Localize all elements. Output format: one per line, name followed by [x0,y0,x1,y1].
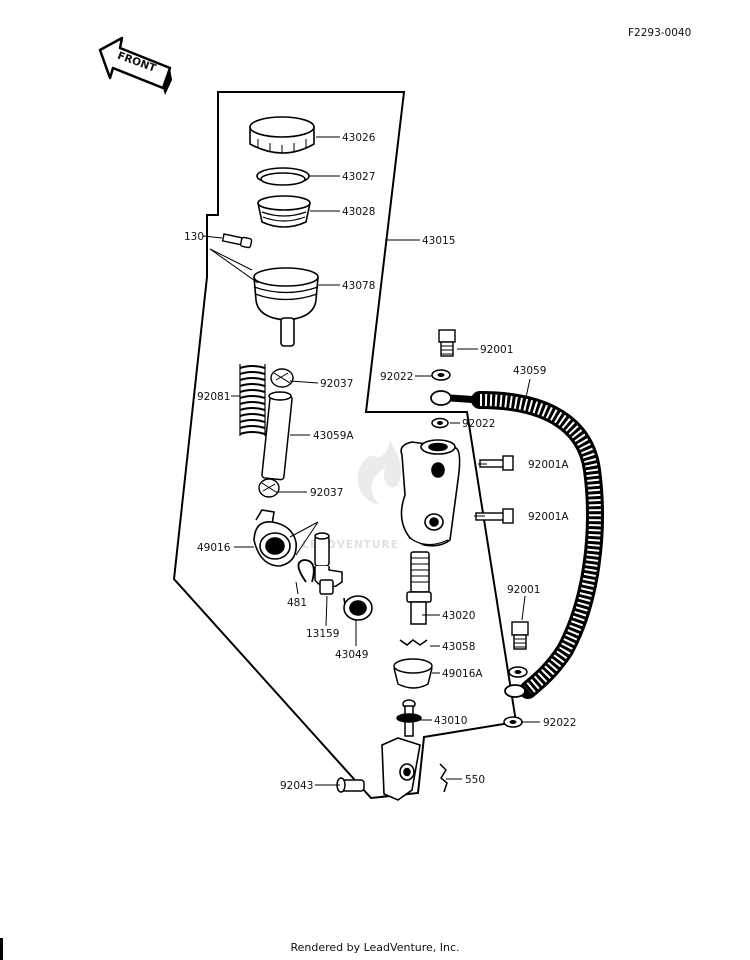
label-481: 481 [287,597,307,609]
label-43049: 43049 [335,649,368,661]
screw-130 [221,233,253,249]
label-92001-right: 92001 [507,584,540,596]
label-43059A: 43059A [313,430,354,442]
label-92001A-top: 92001A [528,459,569,471]
label-43010: 43010 [434,715,467,727]
label-43059: 43059 [513,365,546,377]
label-43028: 43028 [342,206,375,218]
diagram-code: F2293-0040 [628,27,691,39]
hose-connector [314,532,343,595]
label-49016: 49016 [197,542,231,554]
label-43058: 43058 [442,641,475,653]
label-92001A-bottom: 92001A [528,511,569,523]
diaphragm-plate [256,167,310,186]
label-92081: 92081 [197,391,230,403]
edge-mark [0,938,3,960]
elbow-fitting [253,509,297,567]
label-92001-top: 92001 [480,344,513,356]
leader-lines [202,136,540,786]
push-rod [261,391,293,481]
reservoir-cap [249,116,315,154]
label-43027: 43027 [342,171,375,183]
retaining-clip [399,639,428,646]
diaphragm [257,195,311,228]
clevis-pin [336,777,365,793]
spring [239,364,266,436]
reservoir-body [253,267,319,347]
nut-bottom [258,478,280,498]
cotter-pin [439,763,448,793]
banjo-bolt-bottom [511,621,529,650]
label-92037-bottom: 92037 [310,487,343,499]
label-43015: 43015 [422,235,455,247]
label-49016A: 49016A [442,668,483,680]
label-92022-mid: 92022 [462,418,495,430]
label-43020: 43020 [442,610,475,622]
label-43078: 43078 [342,280,375,292]
label-92022-top: 92022 [380,371,413,383]
clevis-rod [396,699,422,737]
master-cylinder-body [400,439,461,547]
circlip [297,559,315,583]
label-550: 550 [465,774,485,786]
label-130: 130 [184,231,204,243]
nut-top [270,368,294,388]
front-arrow-icon: FRONT [98,36,172,95]
banjo-bolt-top [438,329,456,357]
brake-hose [430,390,604,699]
label-92037-top: 92037 [320,378,353,390]
bolt-92001A-top [479,455,514,471]
piston-assembly [406,551,432,625]
label-43026: 43026 [342,132,376,144]
footer-credit: Rendered by LeadVenture, Inc. [290,941,460,954]
label-92043: 92043 [280,780,313,792]
label-92022-bottom: 92022 [543,717,576,729]
label-13159: 13159 [306,628,339,640]
dust-seal [343,595,373,621]
boot [393,658,433,689]
assembly-boundary-43015 [172,91,518,800]
clevis [381,737,421,801]
